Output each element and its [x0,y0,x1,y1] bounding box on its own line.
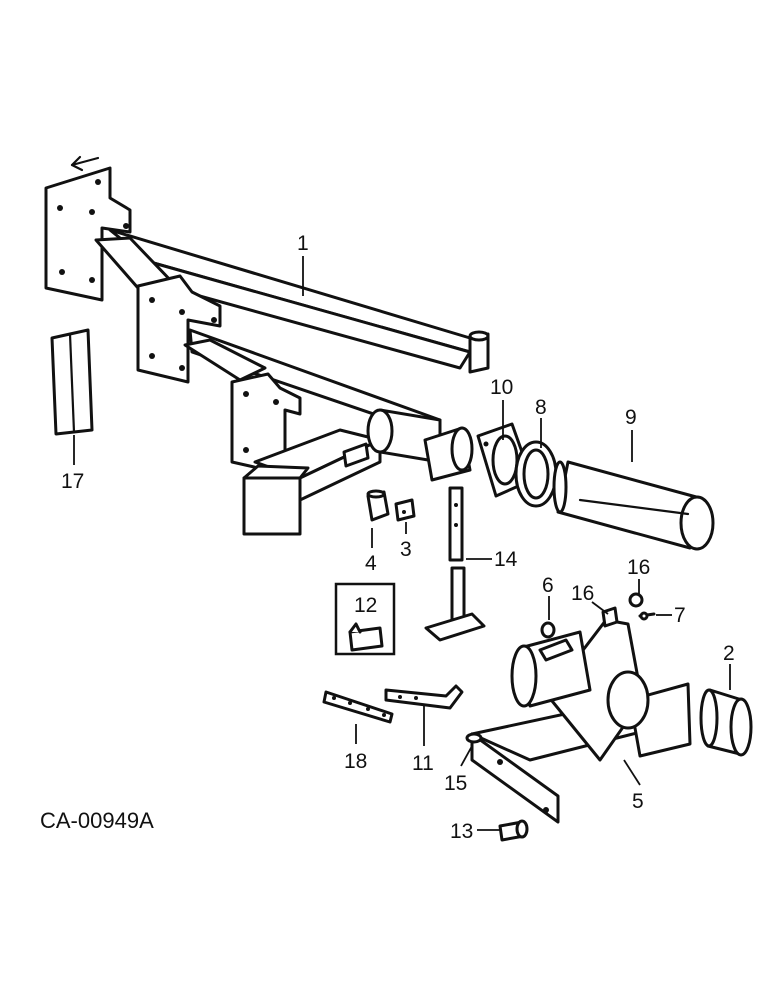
leader-lines [73,256,731,831]
callout-1: 1 [297,232,309,255]
strap-part-18 [322,690,394,724]
jack-stand-part-14 [424,486,486,642]
ring-part-2 [699,688,753,757]
nut-part-16 [628,592,644,608]
bracket-part-12 [334,582,396,656]
main-frame-part-1 [44,155,490,536]
seal-ring-part-8 [514,440,558,508]
callout-labels: 1 10 8 9 17 4 3 14 16 6 16 7 12 2 18 11 … [61,232,735,843]
callout-16a: 16 [627,556,650,579]
tube-part-9 [552,460,715,551]
callout-17: 17 [61,470,84,493]
callout-10: 10 [490,376,513,399]
drawing-reference: CA-00949A [40,808,154,833]
callout-16b: 16 [571,582,594,605]
callout-3: 3 [400,538,412,561]
callout-7: 7 [674,604,686,627]
latch-part-3 [394,498,416,522]
nut-part-6 [540,621,556,639]
clip-part-4 [366,489,390,522]
callout-12: 12 [354,594,377,617]
plate-part-17 [50,328,94,436]
callout-15: 15 [444,772,467,795]
callout-5: 5 [632,790,644,813]
callout-11: 11 [412,752,434,775]
callout-13: 13 [450,820,473,843]
callout-2: 2 [723,642,735,665]
callout-6: 6 [542,574,554,597]
fitting-part-7 [638,611,656,621]
strap-part-11 [384,684,464,710]
callout-9: 9 [625,406,637,429]
hitch-assembly-part-5 [465,606,692,824]
bolt-part-13 [498,819,529,842]
callout-8: 8 [535,396,547,419]
callout-18: 18 [344,750,367,773]
callout-4: 4 [365,552,377,575]
callout-14: 14 [494,548,518,571]
